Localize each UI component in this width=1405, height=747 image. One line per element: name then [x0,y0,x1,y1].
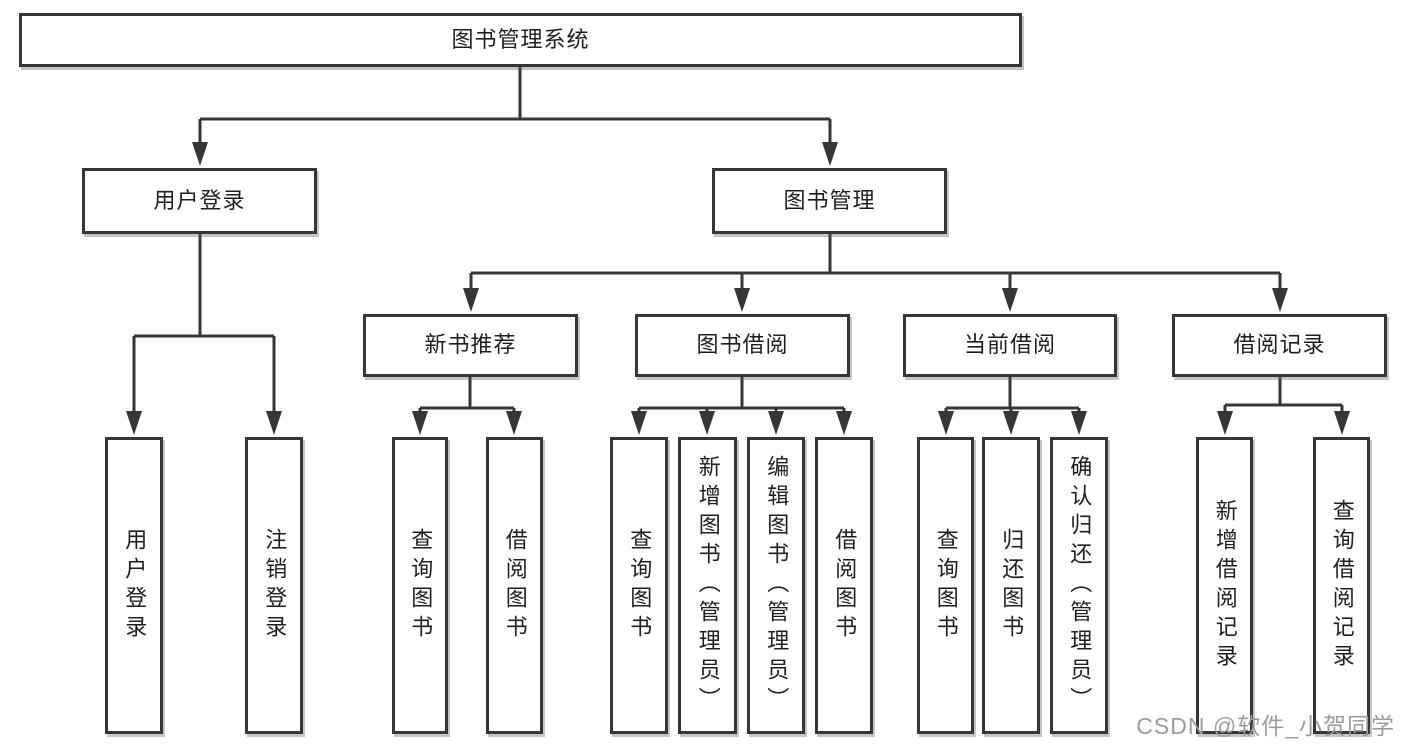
node-add-books-admin: 新增图书（管理员） [678,437,737,734]
arrowhead [506,411,522,435]
connector-book-management-children [463,234,1288,312]
arrowhead [412,411,428,435]
arrowhead [631,411,647,435]
node-user-login: 用户登录 [82,168,317,234]
connector-current-borrowing-children [938,377,1087,435]
node-query-books-current: 查询图书 [917,437,974,734]
arrowhead [1334,411,1350,435]
node-current-borrowing: 当前借阅 [903,314,1117,377]
node-borrowing-records: 借阅记录 [1172,314,1387,377]
arrowhead [822,142,838,166]
node-logout: 注销登录 [245,437,303,734]
arrowhead [1217,411,1233,435]
watermark: CSDN @软件_小贺同学 [1136,713,1395,739]
node-return-books: 归还图书 [982,437,1040,734]
node-borrow-books-recommend: 借阅图书 [486,437,543,734]
arrowhead [836,411,852,435]
node-book-borrowing: 图书借阅 [635,314,850,377]
node-borrow-books-leaf: 借阅图书 [815,437,873,734]
arrowhead [734,288,750,312]
node-add-borrow-record: 新增借阅记录 [1196,437,1253,734]
connector-book-borrowing-children [631,377,852,435]
connector-user-login-children [126,234,282,435]
node-confirm-return-admin: 确认归还（管理员） [1050,437,1108,734]
arrowhead [938,411,954,435]
arrowhead [192,142,208,166]
arrowhead [1002,288,1018,312]
node-edit-books-admin: 编辑图书（管理员） [747,437,805,734]
node-book-management: 图书管理 [712,168,947,234]
arrowhead [126,411,142,435]
node-query-books-recommend: 查询图书 [392,437,448,734]
arrowhead [1071,411,1087,435]
connector-new-book-recommend-children [412,377,522,435]
arrowhead [768,411,784,435]
arrowhead [266,411,282,435]
node-user-login-leaf: 用户登录 [105,437,163,734]
arrowhead [1003,411,1019,435]
arrowhead [699,411,715,435]
node-query-books-borrowing: 查询图书 [610,437,668,734]
arrowhead [1272,288,1288,312]
node-query-borrow-record: 查询借阅记录 [1313,437,1370,734]
connector-root-to-level2 [192,67,838,166]
node-book-management-system: 图书管理系统 [19,13,1022,67]
node-new-book-recommend: 新书推荐 [363,314,578,377]
arrowhead [463,288,479,312]
connector-borrowing-records-children [1217,377,1350,435]
